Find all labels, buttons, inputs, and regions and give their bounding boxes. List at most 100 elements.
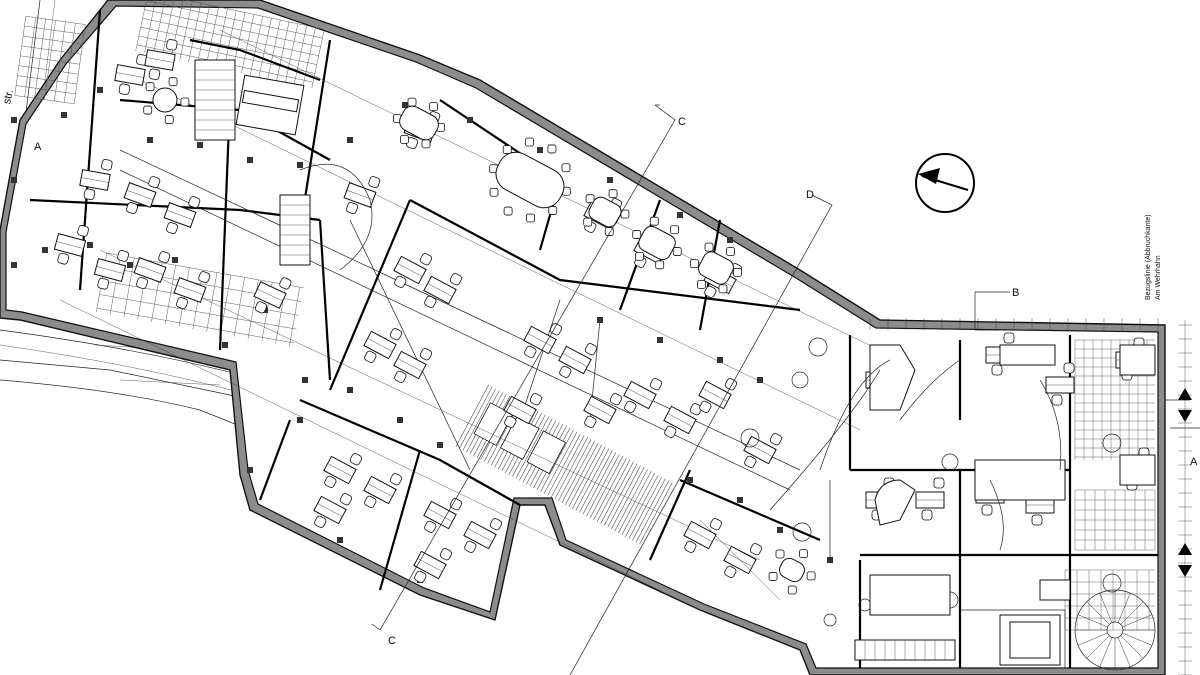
chair [724, 565, 737, 578]
column [397, 417, 403, 423]
section-label-c-bottom: C [388, 635, 396, 647]
chair [158, 251, 171, 264]
chair [439, 548, 453, 561]
chair [424, 520, 437, 533]
stair-tread [1120, 601, 1144, 625]
chair [136, 277, 149, 290]
chair [57, 252, 70, 265]
chair [1051, 394, 1063, 406]
workstation [915, 477, 945, 521]
dimension-ticks [869, 318, 1192, 675]
chair [768, 572, 778, 581]
chair [699, 400, 712, 413]
chair [769, 433, 783, 446]
chair [583, 217, 593, 227]
chair [346, 202, 359, 215]
column [87, 242, 93, 248]
chair [364, 350, 377, 363]
chair [548, 206, 558, 215]
chair [77, 225, 89, 237]
column [147, 137, 153, 143]
column [597, 317, 603, 323]
column [437, 442, 443, 448]
chair [421, 139, 431, 149]
stair-tread [1117, 637, 1131, 668]
chair [547, 144, 557, 154]
column [657, 337, 663, 343]
chair [502, 145, 512, 154]
workstation [583, 393, 623, 428]
chair [429, 102, 438, 111]
atrium-hatching [455, 384, 673, 545]
chair [664, 425, 677, 438]
chair [188, 196, 201, 209]
chair [709, 518, 723, 531]
building-line-label: Bezugslinie (Abbruchkante) [1145, 214, 1152, 300]
chair [649, 378, 663, 391]
chair [314, 515, 327, 528]
chair [414, 570, 427, 583]
column [11, 177, 17, 183]
stair-tread [1077, 632, 1108, 646]
section-label-c-top: C [678, 116, 686, 128]
chair [394, 370, 407, 383]
chair [561, 163, 571, 173]
workstation [558, 343, 598, 378]
workstation [123, 176, 161, 215]
workstation [114, 54, 148, 95]
chair [389, 328, 403, 341]
workstation [133, 251, 171, 290]
chair [704, 242, 714, 252]
workstation [743, 433, 783, 468]
chair [118, 83, 131, 95]
chair [670, 225, 679, 235]
workstation [503, 393, 543, 428]
chair [489, 518, 503, 531]
section-label-d: D [806, 189, 814, 201]
chair [254, 301, 267, 314]
column [347, 387, 353, 393]
chair [672, 247, 682, 256]
workstation [463, 518, 503, 553]
chair [584, 343, 598, 356]
chair [981, 504, 993, 516]
chair [1031, 514, 1043, 526]
chair [349, 453, 363, 466]
chair [921, 509, 933, 521]
chair [145, 82, 155, 92]
column [222, 342, 228, 348]
column [97, 87, 103, 93]
cable-runs [699, 359, 1062, 601]
chair [726, 247, 735, 256]
axis-label-a-right: A [1190, 456, 1198, 468]
tile-grid [14, 15, 86, 105]
column [402, 102, 408, 108]
chair [635, 251, 644, 261]
column [127, 262, 133, 268]
column [197, 142, 203, 148]
stair-tread [1077, 614, 1108, 628]
chair [164, 115, 174, 124]
column [777, 527, 783, 533]
chair [324, 475, 337, 488]
chair [744, 455, 757, 468]
stair-tread [1122, 632, 1153, 646]
chair [697, 280, 706, 289]
workstation [173, 271, 211, 310]
chair [608, 189, 618, 199]
stair-tread [1122, 614, 1153, 628]
chair [101, 159, 113, 171]
chair [549, 323, 563, 336]
stair-tread [1099, 637, 1113, 668]
chair [1003, 332, 1015, 344]
chair [407, 97, 417, 107]
chair [504, 415, 517, 428]
chair [503, 206, 513, 216]
column [302, 377, 308, 383]
workstation [413, 548, 453, 583]
stair-tread [1086, 601, 1110, 625]
workstation [163, 196, 201, 235]
chair [400, 135, 409, 144]
tile-grid [1074, 339, 1155, 460]
